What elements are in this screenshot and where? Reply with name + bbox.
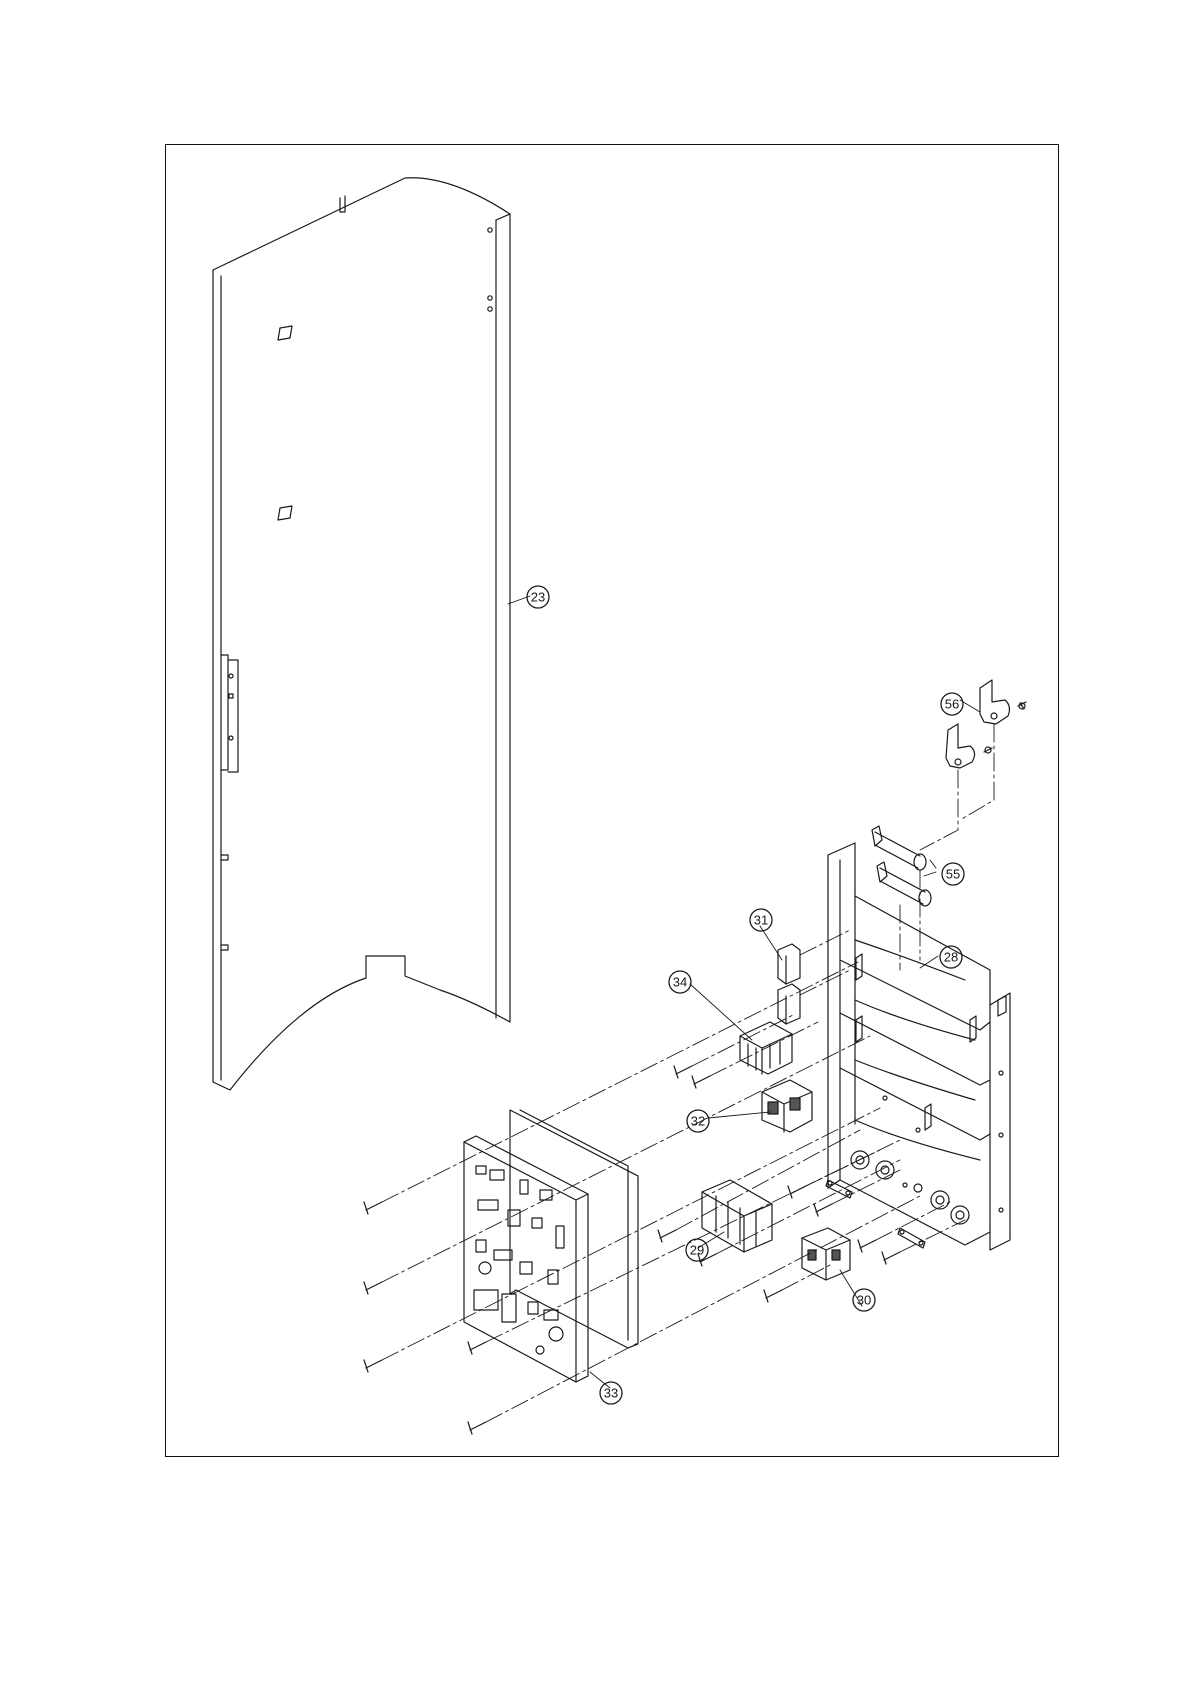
callout-bubbles: [527, 586, 964, 1404]
callout-label-33: 33: [604, 1386, 618, 1401]
pcb-assembly-part-33: [464, 1110, 638, 1382]
callout-label-56: 56: [945, 697, 959, 712]
callout-label-31: 31: [754, 913, 768, 928]
callout-label-32: 32: [691, 1114, 705, 1129]
callout-label-28: 28: [944, 950, 958, 965]
callout-label-55: 55: [946, 867, 960, 882]
assembly-lines: [382, 724, 994, 1422]
relay-part-32: [762, 1080, 812, 1132]
clamp-part-56: [946, 680, 1026, 768]
cylinder-part-55: [872, 826, 931, 906]
callout-leaders: [508, 596, 980, 1388]
callout-label-34: 34: [673, 975, 687, 990]
terminal-holder-part-29: [702, 1180, 772, 1252]
screw-set: [364, 1066, 900, 1434]
side-panel-part-23: [213, 178, 510, 1090]
callout-label-30: 30: [857, 1293, 871, 1308]
mounting-bracket-part-28: [828, 843, 1010, 1250]
callout-labels: 23 56 55 31 28 34 32 29 30 33: [531, 590, 960, 1401]
callout-label-23: 23: [531, 590, 545, 605]
connector-part-31: [778, 944, 800, 1024]
callout-label-29: 29: [690, 1243, 704, 1258]
